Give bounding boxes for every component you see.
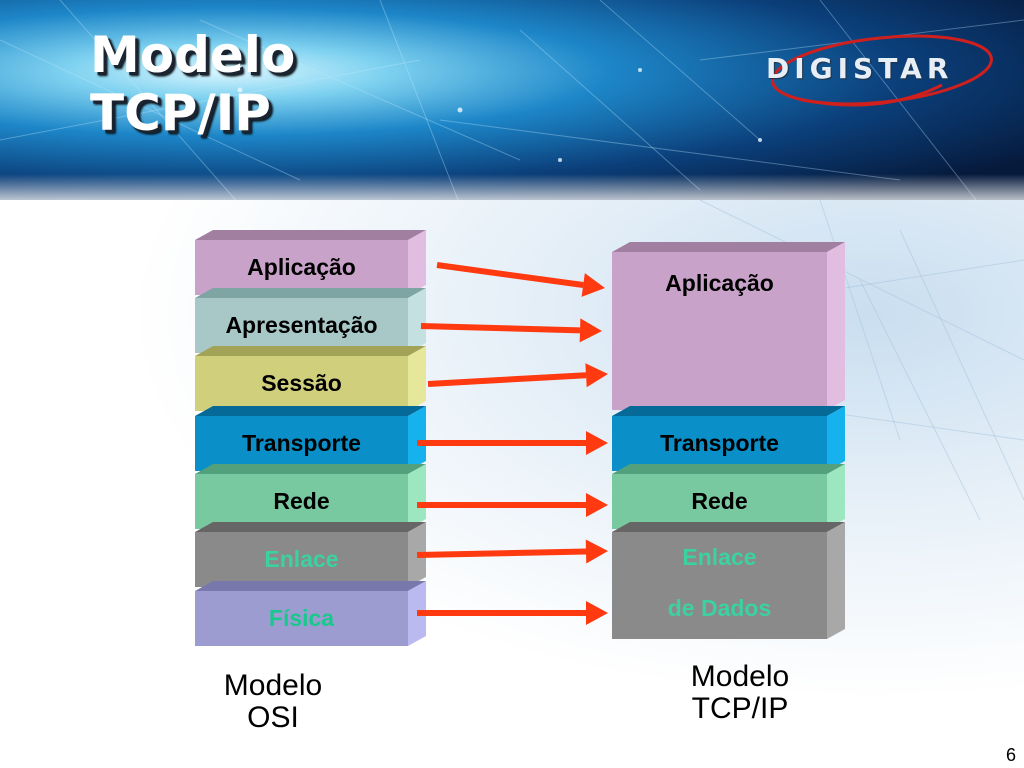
osi-layer-aplicacao-label: Aplicação (195, 240, 408, 295)
osi-caption-line-2: OSI (247, 701, 299, 734)
osi-layer-rede-shape (195, 464, 426, 529)
osi-layer-transporte: Transporte (195, 406, 426, 471)
tcpip-layer-aplicacao-text: Aplicação (665, 270, 774, 296)
osi-layer-apresentacao-top-face (195, 288, 426, 298)
osi-layer-fisica-label: Física (195, 591, 408, 646)
tcpip-layer-rede-label: Rede (612, 474, 827, 529)
osi-layer-sessao: Sessão (195, 346, 426, 411)
osi-layer-rede: Rede (195, 464, 426, 529)
osi-caption-line-1: Modelo (223, 669, 323, 702)
osi-layer-apresentacao: Apresentação (195, 288, 426, 353)
tcpip-layer-rede-side-face (827, 464, 845, 529)
tcpip-layer-rede-front-face (612, 474, 827, 529)
tcpip-layer-aplicacao-label: Aplicação (612, 252, 827, 410)
slide-body-background (0, 200, 1024, 768)
tcpip-layer-enlace-text-line-1: Enlace (682, 544, 757, 570)
osi-layer-aplicacao-top-face (195, 230, 426, 240)
osi-layer-rede-top-face (195, 464, 426, 474)
osi-layer-enlace-shape (195, 522, 426, 587)
osi-layer-transporte-front-face (195, 416, 408, 471)
slide-title: Modelo TCP/IP (90, 26, 295, 142)
osi-layer-fisica: Física (195, 581, 426, 646)
tcpip-layer-rede-top-face (612, 464, 845, 474)
osi-layer-fisica-shape (195, 581, 426, 646)
osi-layer-aplicacao-front-face (195, 240, 408, 295)
osi-layer-enlace-text: Enlace (264, 546, 339, 572)
tcpip-layer-transporte-side-face (827, 406, 845, 471)
osi-layer-fisica-side-face (408, 581, 426, 646)
tcpip-layer-transporte-front-face (612, 416, 827, 471)
tcpip-layer-rede-text: Rede (691, 488, 748, 514)
osi-layer-sessao-side-face (408, 346, 426, 411)
tcpip-caption-line-2: TCP/IP (691, 692, 789, 725)
osi-layer-transporte-shape (195, 406, 426, 471)
tcpip-layer-enlace-label: Enlace de Dados (612, 532, 827, 639)
tcpip-layer-aplicacao-side-face (827, 242, 845, 410)
logo-text: DIGISTAR (766, 52, 954, 85)
osi-layer-sessao-text: Sessão (261, 370, 342, 396)
tcpip-layer-enlace-top-face (612, 522, 845, 532)
tcpip-layer-transporte-label: Transporte (612, 416, 827, 471)
osi-layer-apresentacao-side-face (408, 288, 426, 353)
title-line-1: Modelo (90, 26, 296, 84)
tcpip-layer-enlace-side-face (827, 522, 845, 639)
title-line-2: TCP/IP (90, 84, 271, 142)
osi-layer-apresentacao-label: Apresentação (195, 298, 408, 353)
tcpip-caption-line-1: Modelo (690, 660, 790, 693)
osi-layer-rede-label: Rede (195, 474, 408, 529)
tcpip-layer-transporte-shape (612, 406, 845, 471)
osi-layer-fisica-top-face (195, 581, 426, 591)
osi-layer-enlace-top-face (195, 522, 426, 532)
tcpip-layer-aplicacao-top-face (612, 242, 845, 252)
osi-layer-sessao-label: Sessão (195, 356, 408, 411)
osi-layer-enlace-front-face (195, 532, 408, 587)
osi-layer-sessao-top-face (195, 346, 426, 356)
tcpip-layer-enlace-front-face (612, 532, 827, 639)
tcpip-layer-enlace-text-line-2: de Dados (667, 595, 772, 621)
tcpip-layer-aplicacao: Aplicação (612, 242, 845, 410)
osi-layer-enlace-label: Enlace (195, 532, 408, 587)
tcpip-layer-enlace: Enlace de Dados (612, 522, 845, 639)
network-lines-graphic (639, 200, 1024, 521)
osi-layer-sessao-front-face (195, 356, 408, 411)
osi-layer-apresentacao-shape (195, 288, 426, 353)
osi-layer-transporte-text: Transporte (242, 430, 361, 456)
osi-layer-transporte-top-face (195, 406, 426, 416)
tcpip-layer-rede-shape (612, 464, 845, 529)
osi-caption: Modelo OSI (198, 670, 348, 734)
osi-layer-aplicacao-side-face (408, 230, 426, 295)
tcpip-layer-enlace-shape (612, 522, 845, 639)
tcpip-layer-transporte-text: Transporte (660, 430, 779, 456)
page-number: 6 (1005, 745, 1016, 765)
tcpip-layer-transporte-top-face (612, 406, 845, 416)
osi-layer-enlace: Enlace (195, 522, 426, 587)
osi-layer-transporte-side-face (408, 406, 426, 471)
osi-layer-fisica-front-face (195, 591, 408, 646)
logo-swoosh-icon (771, 34, 993, 107)
header-fade (0, 150, 1024, 205)
osi-layer-aplicacao: Aplicação (195, 230, 426, 295)
osi-layer-apresentacao-front-face (195, 298, 408, 353)
osi-layer-rede-text: Rede (273, 488, 330, 514)
osi-layer-sessao-shape (195, 346, 426, 411)
tcpip-layer-aplicacao-front-face (612, 252, 827, 410)
osi-layer-rede-front-face (195, 474, 408, 529)
digistar-logo: DIGISTAR (762, 30, 1012, 110)
osi-layer-transporte-label: Transporte (195, 416, 408, 471)
tcpip-caption: Modelo TCP/IP (660, 661, 820, 725)
osi-layer-rede-side-face (408, 464, 426, 529)
osi-layer-enlace-side-face (408, 522, 426, 587)
tcpip-layer-transporte: Transporte (612, 406, 845, 471)
tcpip-layer-rede: Rede (612, 464, 845, 529)
tcpip-layer-aplicacao-shape (612, 242, 845, 410)
osi-layer-fisica-text: Física (268, 605, 335, 631)
osi-layer-aplicacao-shape (195, 230, 426, 295)
osi-layer-apresentacao-text: Apresentação (225, 312, 378, 338)
osi-layer-aplicacao-text: Aplicação (247, 254, 356, 280)
